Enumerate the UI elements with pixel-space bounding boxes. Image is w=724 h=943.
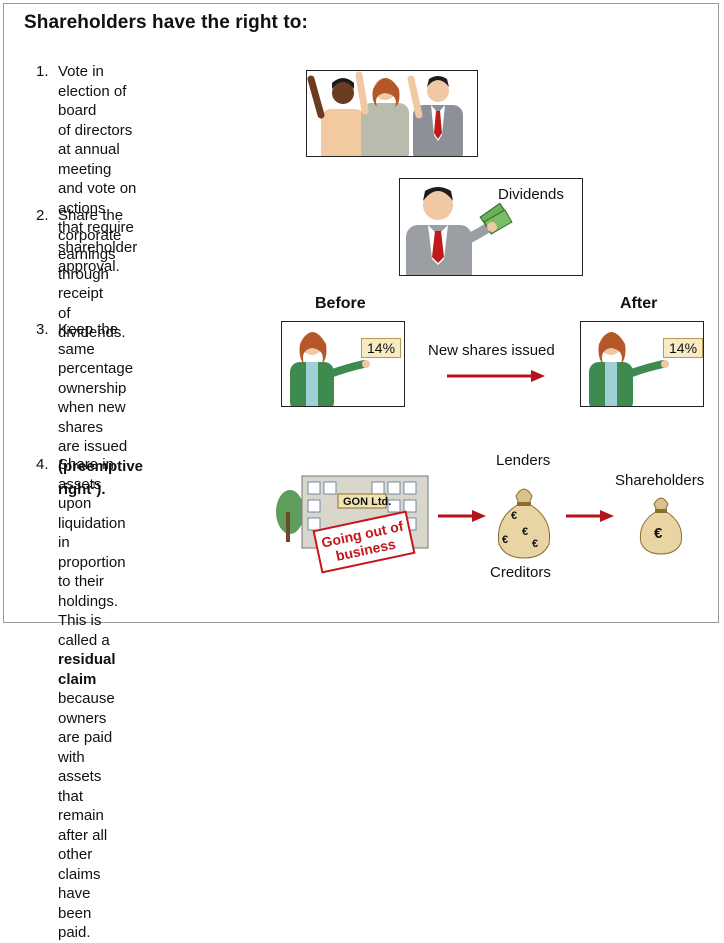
voting-illustration xyxy=(306,70,478,157)
euro-symbol: € xyxy=(511,510,518,522)
item-line: Keep the same xyxy=(58,321,119,358)
euro-symbol: € xyxy=(532,538,539,550)
item-line: of dividends. xyxy=(58,304,126,342)
item-text: Keep the same percentage ownership when … xyxy=(58,320,143,500)
dividends-label: Dividends xyxy=(498,186,564,203)
item-line: percentage ownership xyxy=(58,360,134,397)
item-line: liquidation in proportion xyxy=(58,514,126,571)
percent-after-badge: 14% xyxy=(663,338,704,358)
item-line: approval. xyxy=(58,258,120,275)
item-text: Vote in election of board of directors a… xyxy=(58,62,137,277)
percent-before-badge: 14% xyxy=(361,338,402,358)
item-line: that require shareholder xyxy=(58,219,138,256)
arrow-to-lenders xyxy=(438,510,486,522)
item-line: have been paid. xyxy=(58,885,92,941)
item-line: Share in assets upon xyxy=(58,456,114,512)
euro-symbol: € xyxy=(522,526,529,538)
item-line: of directors at annual xyxy=(58,121,133,159)
shareholders-money-bag xyxy=(636,490,686,556)
item-line: Share the corporate xyxy=(58,207,124,244)
dividends-illustration xyxy=(399,178,583,276)
item-line: are issued xyxy=(58,438,128,455)
item-line: because owners are paid xyxy=(58,690,115,746)
lenders-money-bag xyxy=(494,478,554,560)
item-number: 4. xyxy=(36,456,49,473)
new-shares-label: New shares issued xyxy=(428,342,555,359)
arrow-to-shareholders xyxy=(566,510,614,522)
item-line: when new shares xyxy=(58,399,126,436)
after-label: After xyxy=(620,295,658,312)
residual-claim-term: called a residual claim xyxy=(58,631,116,688)
lenders-label: Lenders xyxy=(496,452,551,469)
euro-symbol: € xyxy=(502,534,509,546)
item-line: after all other claims xyxy=(58,826,108,883)
before-illustration xyxy=(281,321,405,407)
item-line: to their holdings. This is xyxy=(58,573,119,629)
item-line: earnings through receipt xyxy=(58,246,116,302)
item-number: 2. xyxy=(36,207,49,224)
page-title: Shareholders have the right to: xyxy=(24,12,308,33)
item-text: Share the corporate earnings through rec… xyxy=(58,206,126,343)
preemptive-right-term: (preemptive right1). xyxy=(58,457,144,499)
before-label: Before xyxy=(315,295,366,312)
building-sign: GON Ltd. xyxy=(343,496,392,508)
item-line: with assets that remain xyxy=(58,748,104,825)
item-number: 3. xyxy=(36,321,49,338)
item-line: Vote in election of board xyxy=(58,63,127,119)
item-number: 1. xyxy=(36,63,49,80)
item-line: meeting and vote on actions xyxy=(58,160,137,217)
shareholders-label: Shareholders xyxy=(615,472,705,489)
item-text: Share in assets upon liquidation in prop… xyxy=(58,455,126,943)
creditors-label: Creditors xyxy=(490,564,551,581)
after-illustration xyxy=(580,321,704,407)
new-shares-arrow xyxy=(447,370,545,382)
euro-symbol-large: € xyxy=(654,525,663,542)
